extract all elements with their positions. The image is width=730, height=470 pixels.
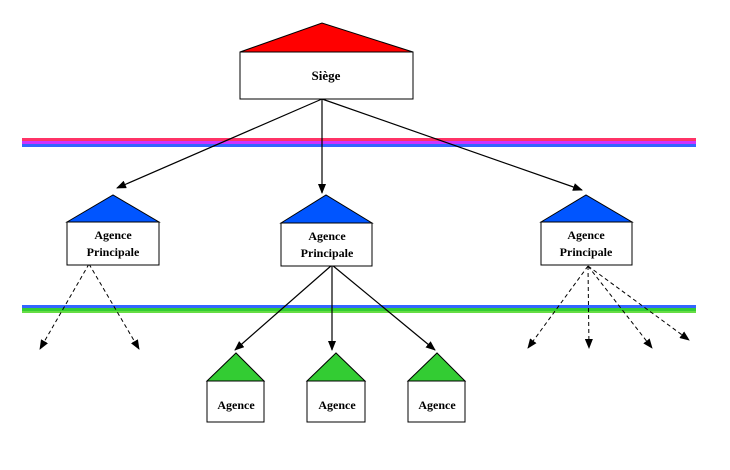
agency-2-box bbox=[306, 380, 366, 423]
right-dashed-arrow-1 bbox=[527, 265, 589, 349]
top-band bbox=[22, 138, 696, 147]
principal-agency-right-line2: Principale bbox=[560, 245, 613, 259]
left-dashed-arrow-2 bbox=[88, 263, 140, 350]
hq-box bbox=[239, 51, 414, 100]
bottom-band bbox=[22, 305, 696, 313]
agency-2-label: Agence bbox=[318, 398, 356, 412]
principal-agency-left: Agence Principale bbox=[65, 194, 161, 266]
principal-agency-right-box bbox=[540, 221, 633, 266]
left-dashed-connectors bbox=[39, 263, 140, 350]
principal-agency-left-line2: Principale bbox=[87, 245, 140, 259]
agency-1: Agence bbox=[205, 352, 266, 423]
top-band-stripe-3 bbox=[22, 144, 696, 147]
agency-3-label: Agence bbox=[418, 398, 456, 412]
hq-connectors bbox=[116, 98, 583, 194]
bottom-band-stripe-2 bbox=[22, 308, 696, 311]
bottom-band-stripe-1 bbox=[22, 305, 696, 308]
left-dashed-arrow-1 bbox=[39, 263, 90, 350]
principal-agency-center-line1: Agence bbox=[308, 229, 346, 243]
agency-3: Agence bbox=[406, 352, 467, 423]
principal-agency-center-line2: Principale bbox=[301, 246, 354, 260]
top-band-stripe-1 bbox=[22, 138, 696, 141]
principal-agency-left-line1: Agence bbox=[94, 228, 132, 242]
right-dashed-arrow-3 bbox=[587, 265, 653, 349]
hq-to-left-arrow bbox=[116, 98, 323, 189]
right-dashed-connectors bbox=[527, 265, 690, 349]
principal-agency-right-line1: Agence bbox=[567, 228, 605, 242]
right-dashed-arrow-4 bbox=[587, 265, 690, 341]
top-band-stripe-2 bbox=[22, 141, 696, 144]
hq-label: Siège bbox=[312, 68, 341, 83]
center-to-agency-3-arrow bbox=[331, 264, 436, 351]
hq-to-right-arrow bbox=[321, 98, 583, 191]
principal-agency-center-roof bbox=[279, 194, 374, 224]
principal-agency-center: Agence Principale bbox=[279, 194, 374, 267]
agency-1-box bbox=[206, 380, 265, 423]
agency-1-roof bbox=[205, 352, 266, 382]
agency-2-roof bbox=[305, 352, 367, 382]
bottom-band-stripe-3 bbox=[22, 311, 696, 313]
hq-roof bbox=[239, 22, 414, 53]
principal-agency-center-box bbox=[280, 222, 373, 267]
agency-3-roof bbox=[406, 352, 467, 382]
principal-agency-right: Agence Principale bbox=[539, 194, 634, 266]
hq-node: Siège bbox=[239, 22, 414, 100]
principal-agency-left-box bbox=[66, 221, 160, 266]
agency-1-label: Agence bbox=[217, 398, 255, 412]
principal-agency-left-roof bbox=[65, 194, 161, 223]
principal-agency-right-roof bbox=[539, 194, 634, 223]
agency-3-box bbox=[407, 380, 466, 423]
center-connectors bbox=[234, 264, 436, 351]
center-to-agency-1-arrow bbox=[234, 264, 333, 351]
agency-2: Agence bbox=[305, 352, 367, 423]
